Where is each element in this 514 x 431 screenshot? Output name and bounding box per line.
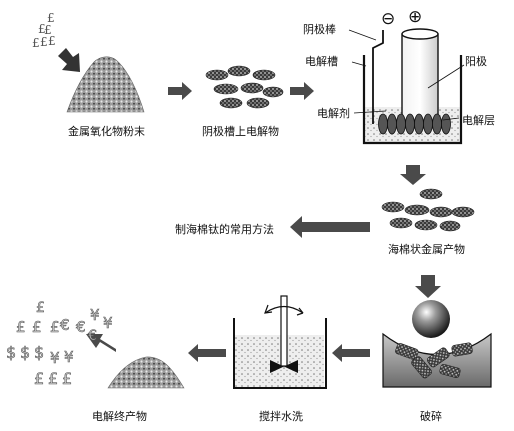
- arrow-to-money: [86, 334, 116, 352]
- final-product-stage: £ ¥ ¥ £ £ £ € € € $ $ $ ¥ ¥ £ £ £ 电解终产物: [6, 300, 185, 423]
- arrow-wash-to-final: [188, 344, 226, 362]
- svg-text:£: £: [40, 35, 48, 49]
- crushing-ball: [412, 300, 450, 338]
- arrow-crushing-to-wash: [332, 344, 370, 362]
- svg-text:£: £: [16, 318, 26, 336]
- wash-liquid: [235, 335, 324, 387]
- arrow-electrolyte-to-cell: [290, 82, 314, 100]
- electrolytic-tank: [362, 55, 463, 145]
- cathode-electrolyte-label: 阴极槽上电解物: [202, 124, 279, 138]
- arrow-powder-to-electrolyte: [168, 82, 192, 100]
- anode-cylinder: [401, 28, 439, 127]
- plus-terminal-icon: ⊕: [408, 7, 422, 27]
- crushed-pieces: [395, 342, 473, 379]
- svg-text:£: £: [48, 34, 56, 48]
- stirrer: [264, 295, 304, 367]
- powder-pile: [66, 56, 145, 113]
- sponge-metal-pieces: [381, 188, 475, 232]
- svg-text:¥: ¥: [103, 314, 113, 332]
- money-symbols-top-icon: £ £ £ £ £ £: [32, 11, 56, 50]
- svg-text:£: £: [44, 23, 52, 37]
- svg-text:£: £: [32, 318, 42, 336]
- cell-label: 电解槽: [305, 54, 338, 68]
- final-product-label: 电解终产物: [92, 409, 147, 423]
- svg-text:$: $: [34, 343, 44, 362]
- powder-label: 金属氧化物粉末: [68, 124, 145, 138]
- cathode-electrolyte-stage: 阴极槽上电解物: [202, 65, 284, 138]
- cathode-rod: [372, 30, 384, 124]
- svg-text:$: $: [6, 343, 16, 362]
- electrolytic-cell-stage: ⊖ ⊕: [303, 7, 495, 145]
- stir-wash-stage: 搅拌水洗: [233, 295, 327, 423]
- svg-text:£: £: [38, 22, 46, 36]
- svg-text:¥: ¥: [50, 349, 60, 367]
- svg-text:£: £: [34, 369, 44, 388]
- svg-text:£: £: [36, 300, 45, 316]
- metal-oxide-powder-stage: £ £ £ £ £ £ 金属氧化物粉末: [32, 11, 145, 138]
- svg-text:£: £: [62, 369, 72, 388]
- cell-leader-lines: [348, 29, 465, 121]
- arrow-sponge-to-method: [290, 216, 370, 238]
- electrolytic-layer-label: 电解层: [462, 113, 495, 127]
- crushing-stage: 破碎: [382, 300, 492, 423]
- arrow-sponge-to-crushing: [415, 275, 441, 298]
- svg-text:¥: ¥: [64, 348, 74, 366]
- stir-wash-label: 搅拌水洗: [259, 409, 303, 423]
- svg-text:$: $: [20, 343, 30, 362]
- electrolyte-label: 电解剂: [317, 106, 350, 120]
- svg-text:€: €: [60, 316, 70, 334]
- sponge-metal-stage: 海棉状金属产物: [381, 188, 475, 256]
- minus-terminal-icon: ⊖: [381, 9, 395, 29]
- svg-text:¥: ¥: [90, 306, 100, 324]
- svg-text:£: £: [47, 11, 55, 25]
- svg-text:£: £: [50, 318, 60, 336]
- final-powder-pile: [107, 356, 185, 389]
- currency-symbols-icon: £ ¥ ¥ £ £ £ € € € $ $ $ ¥ ¥ £ £ £: [6, 300, 113, 389]
- cathode-rod-label: 阴极棒: [303, 22, 336, 36]
- wash-tank: [233, 318, 327, 389]
- svg-text:€: €: [88, 328, 97, 344]
- common-method-label: 制海棉钛的常用方法: [175, 222, 274, 236]
- stirrer-blade: [270, 360, 298, 373]
- svg-text:£: £: [48, 369, 58, 388]
- feed-arrow-icon: [58, 48, 80, 72]
- svg-text:£: £: [32, 36, 40, 50]
- anode-label: 阳极: [465, 54, 487, 68]
- electrolyte-pellets: [205, 65, 284, 109]
- svg-text:€: €: [76, 318, 86, 336]
- crushing-label: 破碎: [420, 409, 442, 423]
- sponge-metal-label: 海棉状金属产物: [388, 242, 465, 256]
- arrow-cell-to-sponge: [400, 165, 426, 185]
